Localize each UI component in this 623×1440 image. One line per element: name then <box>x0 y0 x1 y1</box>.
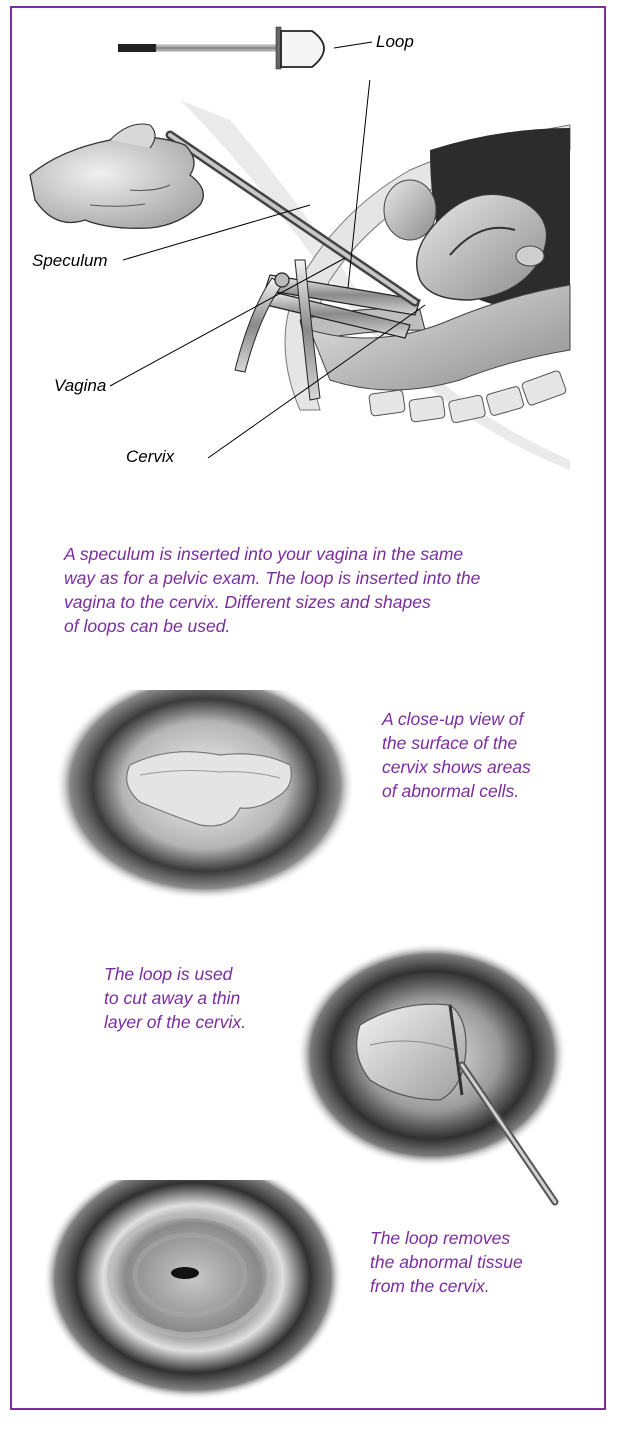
remove-caption-line: from the cervix. <box>370 1274 523 1298</box>
remove-caption-line: the abnormal tissue <box>370 1250 523 1274</box>
cut-caption-line: to cut away a thin <box>104 986 246 1010</box>
label-loop: Loop <box>376 32 414 52</box>
cut-caption: The loop is used to cut away a thin laye… <box>104 962 246 1034</box>
closeup-caption-line: A close-up view of <box>382 707 531 731</box>
label-vagina: Vagina <box>54 376 106 396</box>
label-speculum: Speculum <box>32 251 108 271</box>
closeup-caption-line: of abnormal cells. <box>382 779 531 803</box>
cut-caption-line: layer of the cervix. <box>104 1010 246 1034</box>
closeup-caption: A close-up view of the surface of the ce… <box>382 707 531 803</box>
remove-caption: The loop removes the abnormal tissue fro… <box>370 1226 523 1298</box>
loop-instrument-illustration <box>0 0 623 90</box>
tissue-removed-illustration <box>0 1180 623 1440</box>
speculum-caption: A speculum is inserted into your vagina … <box>64 542 480 638</box>
speculum-caption-line: way as for a pelvic exam. The loop is in… <box>64 566 480 590</box>
speculum-caption-line: of loops can be used. <box>64 614 480 638</box>
remove-caption-line: The loop removes <box>370 1226 523 1250</box>
cut-caption-line: The loop is used <box>104 962 246 986</box>
closeup-caption-line: the surface of the <box>382 731 531 755</box>
speculum-caption-line: A speculum is inserted into your vagina … <box>64 542 480 566</box>
pelvic-cross-section-illustration <box>0 80 623 480</box>
label-cervix: Cervix <box>126 447 174 467</box>
speculum-caption-line: vagina to the cervix. Different sizes an… <box>64 590 480 614</box>
closeup-caption-line: cervix shows areas <box>382 755 531 779</box>
